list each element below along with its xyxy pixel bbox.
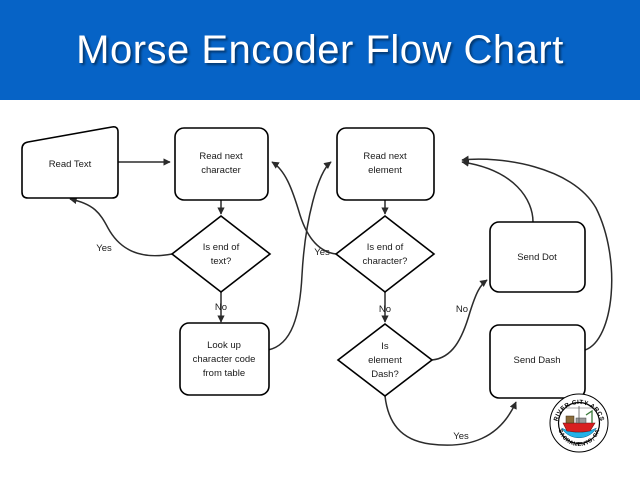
is-end-of-character-label-2: character? [363,256,408,267]
read-next-element-shape [336,127,435,201]
page-title: Morse Encoder Flow Chart [76,27,564,72]
node-read-next-character[interactable]: Read next character [174,127,269,201]
logo-deckhouse [565,415,575,424]
node-read-text[interactable]: Read Text [21,126,119,199]
send-dash-label: Send Dash [513,355,560,366]
is-element-dash-label-1: Is [381,341,389,352]
node-is-element-dash[interactable]: Is element Dash? [336,322,434,398]
node-send-dash[interactable]: Send Dash [489,324,586,399]
is-element-dash-label-2: element [368,355,402,366]
node-read-next-element[interactable]: Read next element [336,127,435,201]
read-next-element-label-1: Read next [363,151,407,162]
send-dot-label: Send Dot [517,252,557,263]
logo-cabin [575,417,587,424]
edge-label-isendofchar-no: No [379,304,391,315]
node-is-end-of-text[interactable]: Is end of text? [170,214,272,294]
edge-lookup-to-readnextelement [267,161,332,351]
edge-label-isendofchar-yes: Yes [314,247,330,258]
is-element-dash-shape [336,322,434,398]
edge-label-isendoftext-yes: Yes [96,243,112,254]
is-end-of-character-shape [334,214,436,294]
river-city-arcs-logo: RIVER CITY ARCS SACRAMENTO, CA [548,392,610,454]
node-send-dot[interactable]: Send Dot [489,221,586,293]
look-up-character-code-shape [179,322,270,396]
title-banner [0,0,640,100]
node-is-end-of-character[interactable]: Is end of character? [334,214,436,294]
is-end-of-text-shape [170,214,272,294]
logo-crane [585,409,593,423]
is-element-dash-label-3: Dash? [371,369,398,380]
read-next-character-label-2: character [201,165,241,176]
logo-water [560,427,598,439]
read-text-label: Read Text [49,159,92,170]
edge-label-isendoftext-no: No [215,302,227,313]
edge-isendofchar-yes-to-readnextchar [271,161,337,255]
look-up-label-1: Look up [207,340,241,351]
read-next-character-label-1: Read next [199,151,243,162]
look-up-label-3: from table [203,368,245,379]
read-next-character-shape [174,127,269,201]
look-up-label-2: character code [193,354,256,365]
read-text-shape [21,126,119,199]
flowchart-diagram: Read Text Read next character Is end of … [0,100,640,480]
is-end-of-text-label-1: Is end of [203,242,240,253]
edge-isendoftext-yes-to-readtext [69,196,173,257]
edge-senddot-to-readnextelement [461,159,534,223]
logo-boat-hull [562,422,596,433]
node-look-up-character-code[interactable]: Look up character code from table [179,322,270,396]
edge-iselementdash-yes-to-senddash [384,395,517,446]
read-next-element-label-2: element [368,165,402,176]
edge-iselementdash-no-to-senddot [431,279,488,361]
edge-label-iselementdash-yes: Yes [453,431,469,442]
edge-label-iselementdash-no: No [456,304,468,315]
edge-senddash-to-readnextelement [461,155,613,351]
is-end-of-text-label-2: text? [211,256,232,267]
send-dot-shape [489,221,586,293]
is-end-of-character-label-1: Is end of [367,242,404,253]
send-dash-shape [489,324,586,399]
